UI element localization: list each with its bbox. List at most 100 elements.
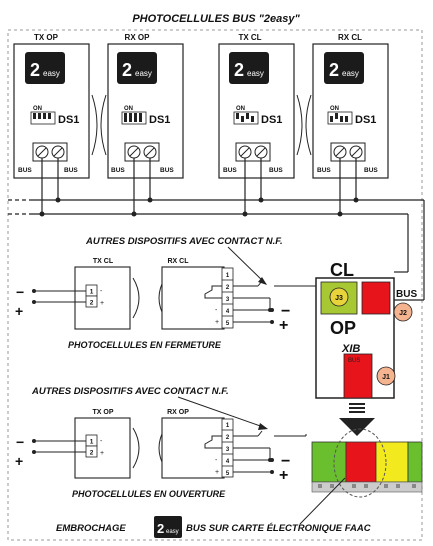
svg-text:easy: easy (43, 69, 60, 78)
svg-text:easy: easy (135, 69, 152, 78)
svg-text:+: + (215, 319, 219, 326)
svg-text:ON: ON (236, 106, 245, 112)
diagram-frame (7, 29, 423, 541)
svg-text:J1: J1 (382, 374, 390, 381)
svg-text:1: 1 (90, 439, 94, 446)
svg-text:BUS: BUS (18, 167, 32, 174)
svg-text:+: + (279, 317, 288, 334)
svg-text:DS1: DS1 (261, 114, 282, 126)
closing-wiring (233, 280, 322, 323)
svg-text:+: + (100, 450, 104, 457)
svg-text:1: 1 (226, 423, 230, 429)
svg-text:2: 2 (157, 521, 164, 536)
photocell-tx-cl: TX CL 2 easy ON DS1 BUS BUS (218, 33, 295, 179)
svg-text:BUS: BUS (64, 167, 78, 174)
svg-text:+: + (15, 453, 23, 469)
footer-text-after: BUS SUR CARTE ÉLECTRONIQUE FAAC (186, 523, 371, 534)
svg-text:ON: ON (33, 106, 42, 112)
svg-text:BUS: BUS (223, 167, 237, 174)
plug-arrow-icon (339, 403, 375, 436)
opening-caption: PHOTOCELLULES EN OUVERTURE (72, 489, 226, 499)
svg-text:RX CL: RX CL (338, 33, 362, 42)
svg-text:2: 2 (122, 60, 132, 80)
control-board: CL J3 BUS J2 OP XIB BUS J1 (315, 260, 417, 399)
svg-text:easy: easy (247, 69, 264, 78)
2easy-logo-text: 2 (30, 60, 40, 80)
terminal-block-icon (235, 142, 271, 162)
svg-text:2: 2 (226, 435, 230, 441)
dip-switch-icon (121, 111, 147, 125)
closing-nc-note: AUTRES DISPOSITIFS AVEC CONTACT N.F. (85, 236, 283, 247)
svg-text:−: − (281, 303, 290, 320)
svg-text:4: 4 (226, 309, 230, 315)
svg-text:BUS: BUS (348, 358, 360, 364)
bus-wiring (8, 158, 425, 301)
svg-text:-: - (100, 288, 103, 295)
svg-text:−: − (16, 434, 24, 450)
bus-label: BUS (396, 289, 417, 300)
svg-text:DS1: DS1 (58, 114, 79, 126)
dip-switch-icon (327, 111, 353, 125)
photocell-label: TX OP (34, 33, 59, 42)
highlight-ellipse (333, 428, 387, 498)
svg-text:2: 2 (90, 450, 94, 457)
op-label: OP (330, 318, 356, 338)
j1-badge (376, 366, 396, 386)
board-model: XIB (341, 343, 360, 355)
dip-switch-icon (30, 111, 56, 125)
svg-text:2: 2 (226, 285, 230, 291)
closing-tx-unit: TX CL 1 2 - + (74, 258, 131, 330)
svg-text:BUS: BUS (364, 167, 378, 174)
svg-text:-: - (100, 438, 103, 445)
closing-caption: PHOTOCELLULES EN FERMETURE (68, 340, 222, 350)
opening-tx-unit: TX OP 1 2 - + (74, 409, 131, 479)
svg-text:TX CL: TX CL (93, 258, 114, 265)
board-connector-strip (311, 428, 423, 498)
terminal-block-icon (124, 142, 160, 162)
svg-text:TX CL: TX CL (238, 33, 261, 42)
svg-text:5: 5 (226, 321, 230, 327)
opening-rx-unit: RX OP 1 2 3 4 5 - + (158, 409, 234, 479)
svg-text:−: − (16, 284, 24, 300)
j3-badge (329, 287, 349, 307)
svg-text:+: + (100, 300, 104, 307)
j2-badge (393, 302, 413, 322)
photocell-tx-op: TX OP 2 easy ON DS1 BUS BUS (13, 33, 90, 179)
svg-text:ON: ON (124, 106, 133, 112)
svg-text:3: 3 (226, 297, 230, 303)
svg-text:BUS: BUS (317, 167, 331, 174)
svg-text:J2: J2 (399, 310, 407, 317)
svg-text:easy: easy (166, 529, 179, 535)
svg-text:DS1: DS1 (355, 114, 376, 126)
svg-text:4: 4 (226, 459, 230, 465)
lens-arc (91, 94, 98, 156)
svg-text:2: 2 (90, 300, 94, 307)
2easy-logo-icon: 2 easy (154, 516, 182, 538)
svg-text:+: + (279, 467, 288, 484)
2easy-logo-icon (324, 52, 364, 84)
terminal-block-icon (330, 142, 366, 162)
svg-text:BUS: BUS (111, 167, 125, 174)
svg-text:+: + (215, 469, 219, 476)
closing-rx-unit: RX CL 1 2 3 4 5 - + (158, 258, 234, 330)
svg-text:ON: ON (330, 106, 339, 112)
svg-text:1: 1 (90, 289, 94, 296)
svg-text:2: 2 (234, 60, 244, 80)
svg-text:3: 3 (226, 447, 230, 453)
arrow-icon (258, 277, 267, 285)
svg-text:2: 2 (329, 60, 339, 80)
svg-text:BUS: BUS (269, 167, 283, 174)
terminal-block-icon (32, 142, 68, 162)
photocell-rx-op: RX OP 2 easy ON DS1 BUS BUS (107, 33, 184, 179)
opening-nc-note: AUTRES DISPOSITIFS AVEC CONTACT N.F. (31, 386, 229, 397)
svg-text:−: − (281, 453, 290, 470)
cl-label: CL (330, 260, 354, 280)
svg-text:RX CL: RX CL (168, 258, 190, 265)
svg-text:easy: easy (342, 69, 359, 78)
arrow-icon (258, 423, 268, 430)
svg-text:-: - (215, 457, 218, 464)
op-connector-j1 (343, 353, 373, 399)
svg-text:-: - (215, 307, 218, 314)
svg-text:1: 1 (226, 273, 230, 279)
